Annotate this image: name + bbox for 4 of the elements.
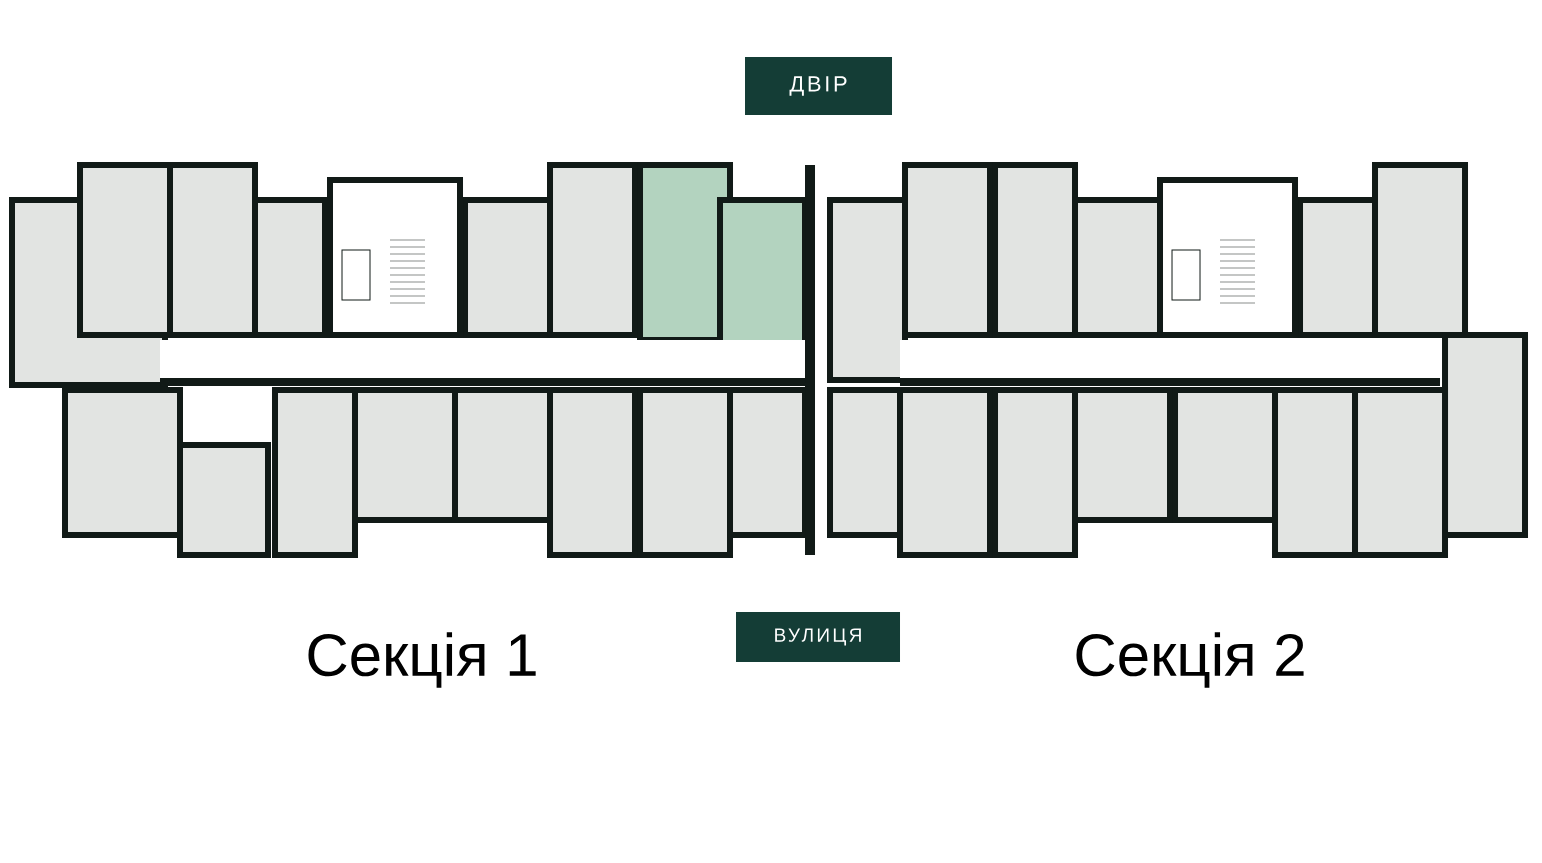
section-label: Секція 1 bbox=[308, 632, 536, 688]
section-label: Секція 2 bbox=[1076, 632, 1304, 688]
location-label: ВУЛИЦЯ bbox=[736, 612, 900, 662]
location-label: ДВІР bbox=[745, 57, 892, 115]
